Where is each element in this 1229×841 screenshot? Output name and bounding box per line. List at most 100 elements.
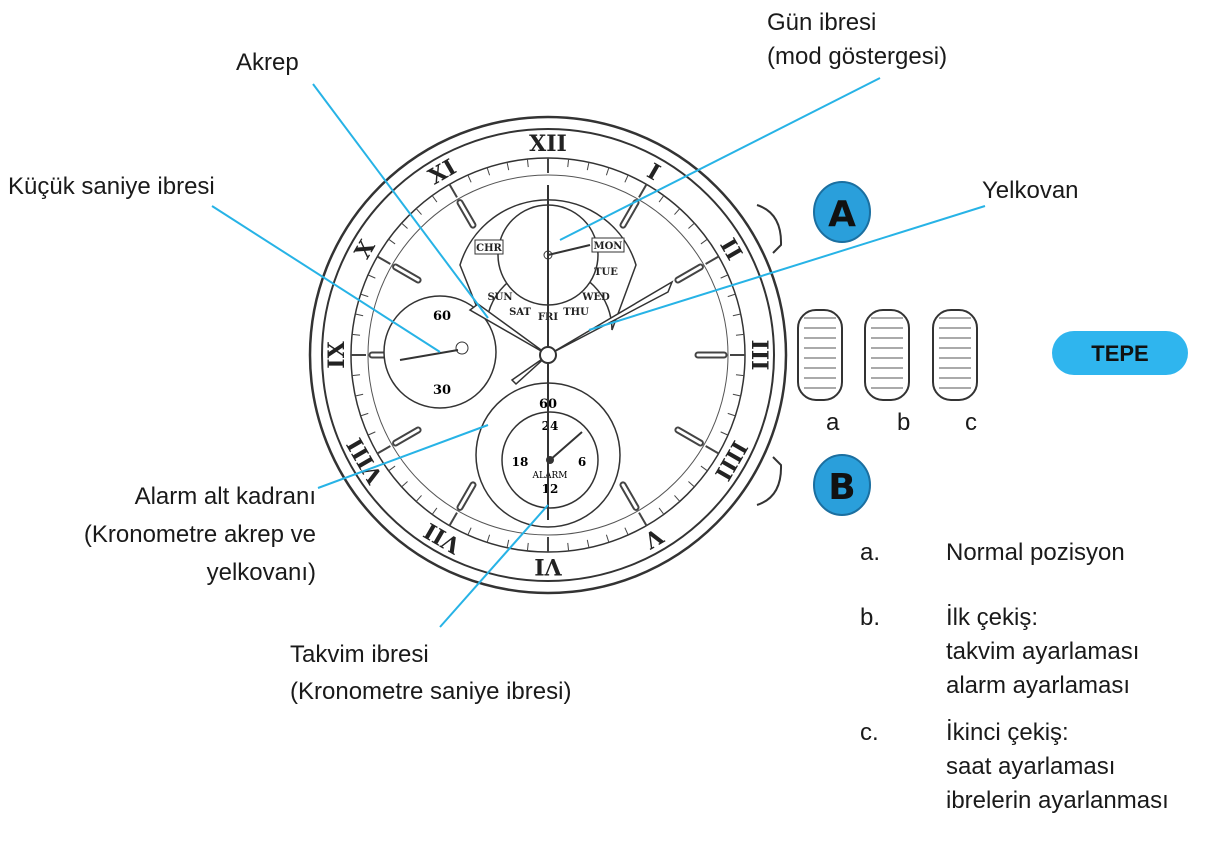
minute-tick	[467, 174, 472, 183]
crown-body	[864, 309, 910, 401]
minute-tick	[506, 162, 510, 171]
minute-tick	[705, 255, 720, 265]
legend-a-line1: Normal pozisyon	[946, 539, 1125, 566]
minute-tick	[735, 333, 744, 336]
minute-tick	[624, 174, 629, 183]
minute-tick	[567, 159, 570, 168]
roman-numeral: III	[746, 340, 772, 371]
pusher-a[interactable]	[756, 204, 783, 254]
minute-tick	[448, 183, 458, 198]
hand-tail-left	[510, 354, 549, 386]
minute-tick	[624, 527, 629, 536]
minute-tick	[605, 534, 610, 543]
tepe-label: TEPE	[1091, 341, 1148, 366]
hour-hand	[468, 303, 549, 356]
minute-tick	[674, 495, 681, 502]
pusher-a-badge[interactable]: A	[813, 181, 871, 243]
label-yelkovan: Yelkovan	[982, 177, 1079, 204]
leader-lines	[211, 77, 986, 628]
small-seconds-30: 30	[433, 383, 451, 398]
leader-takvim	[439, 504, 549, 628]
minute-tick	[415, 495, 422, 502]
alarm-6: 6	[578, 455, 586, 469]
minute-tick	[401, 222, 408, 229]
minute-tick	[388, 238, 396, 245]
crown-body	[932, 309, 978, 401]
minute-tick	[401, 481, 408, 488]
day-thu: THU	[563, 307, 589, 318]
minute-tick	[431, 195, 438, 203]
minute-tick	[388, 465, 396, 472]
pusher-b[interactable]	[756, 456, 783, 506]
legend-c-line1: İkinci çekiş:	[946, 719, 1069, 746]
minute-tick	[367, 431, 376, 436]
pusher-b-badge[interactable]: B	[813, 454, 871, 516]
label-gun-line2: (mod göstergesi)	[767, 43, 948, 70]
minute-tick	[688, 222, 695, 229]
minute-tick	[638, 512, 648, 527]
minute-tick	[467, 527, 472, 536]
minute-tick	[376, 255, 391, 265]
minute-tick	[526, 159, 529, 168]
minute-tick	[674, 208, 681, 215]
crown-label-b: b	[897, 409, 911, 436]
crown-body	[797, 309, 843, 401]
alarm-18: 18	[512, 455, 529, 469]
minute-tick	[367, 274, 376, 279]
minute-tick	[567, 542, 570, 551]
legend-b-line1: İlk çekiş:	[946, 604, 1039, 631]
minute-tick	[688, 481, 695, 488]
minute-tick	[638, 183, 648, 198]
crowns[interactable]	[797, 309, 978, 401]
minute-tick	[486, 167, 491, 176]
minute-ticks	[351, 158, 745, 552]
hour-index-inner	[394, 428, 420, 445]
minute-tick	[735, 374, 744, 377]
hour-index-inner	[458, 483, 475, 509]
hour-index-inner	[458, 201, 475, 227]
minute-tick	[720, 431, 729, 436]
minute-tick	[732, 393, 741, 397]
minute-tick	[431, 507, 438, 515]
minute-tick	[448, 512, 458, 527]
crown-b[interactable]	[864, 309, 910, 401]
label-takvim-line2: (Kronometre saniye ibresi)	[290, 678, 572, 705]
crown-a[interactable]	[797, 309, 843, 401]
tepe-badge[interactable]: TEPE	[1052, 331, 1188, 375]
minute-tick	[355, 393, 364, 397]
day-chr: CHR	[476, 243, 502, 254]
main-hands	[468, 185, 674, 520]
minute-tick	[720, 274, 729, 279]
minute-tick	[586, 539, 590, 548]
label-kucuk-saniye: Küçük saniye ibresi	[8, 173, 215, 200]
label-alarm-line1: Alarm alt kadranı	[134, 483, 316, 510]
day-sun: SUN	[487, 292, 512, 303]
minute-tick	[727, 412, 736, 417]
alarm-12: 12	[542, 482, 559, 496]
minute-tick	[486, 534, 491, 543]
roman-numeral: VI	[534, 553, 562, 579]
minute-tick	[732, 313, 741, 317]
minute-tick	[360, 293, 369, 298]
hour-indices	[368, 199, 728, 511]
alarm-word: ALARM	[532, 471, 568, 481]
legend-key-a: a.	[860, 539, 881, 566]
leader-alarm	[317, 424, 489, 489]
crown-c[interactable]	[932, 309, 978, 401]
minute-tick	[727, 293, 736, 298]
label-takvim-line1: Takvim ibresi	[290, 641, 429, 668]
minute-tick	[352, 333, 361, 336]
bezel-ring	[321, 128, 775, 582]
minute-tick	[506, 539, 510, 548]
leader-akrep	[312, 83, 489, 319]
crown-label-c: c	[965, 409, 977, 436]
inner-dial	[367, 174, 729, 536]
label-alarm-line3: yelkovanı)	[206, 559, 316, 586]
minute-tick	[605, 167, 610, 176]
day-wed: WED	[581, 292, 610, 303]
label-gun-line1: Gün ibresi	[767, 9, 877, 36]
badge-a-label: A	[828, 194, 856, 235]
hour-index-inner	[394, 265, 420, 282]
minute-tick	[415, 208, 422, 215]
